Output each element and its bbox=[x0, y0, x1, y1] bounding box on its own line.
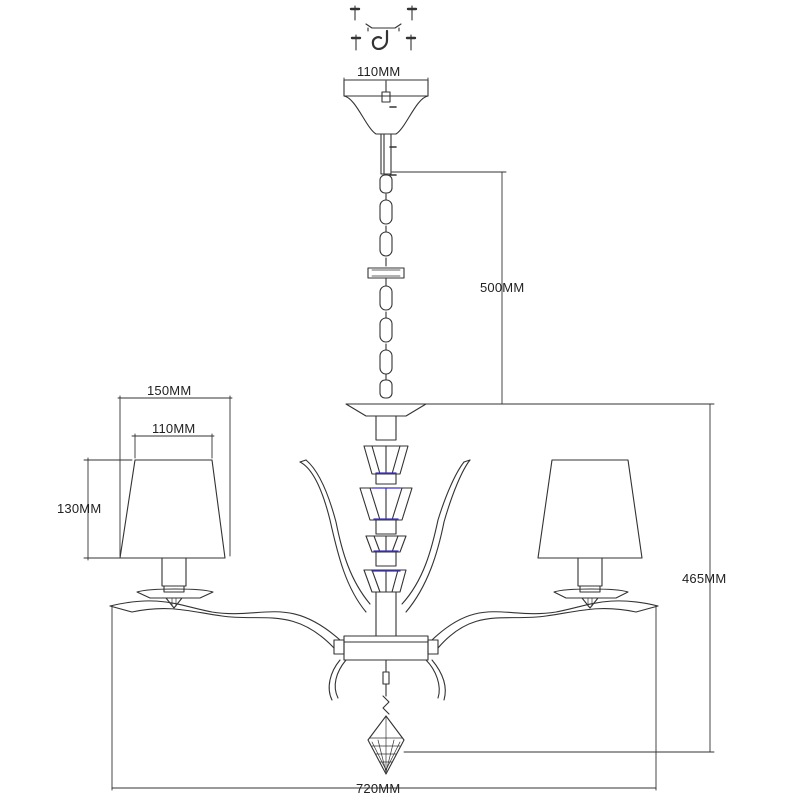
ceiling-canopy bbox=[343, 79, 429, 135]
decorative-arm-right bbox=[401, 459, 471, 701]
body-height-label: 465MM bbox=[682, 571, 727, 586]
crystal-tier bbox=[359, 487, 413, 521]
ceiling-hook-icon bbox=[371, 29, 389, 50]
decorative-arm-left bbox=[299, 459, 371, 701]
canopy-width-label: 110MM bbox=[357, 64, 401, 79]
crystal-tier bbox=[363, 569, 407, 593]
dimension-lines bbox=[83, 77, 715, 791]
suspension-rod bbox=[380, 133, 397, 176]
chain-length-label: 500MM bbox=[480, 280, 525, 295]
overall-width-label: 720MM bbox=[356, 781, 401, 796]
screw-icon bbox=[349, 5, 361, 21]
crystal-tier bbox=[363, 445, 409, 475]
lamp-right bbox=[537, 459, 643, 609]
pendant-crystal bbox=[367, 659, 405, 775]
screw-icon bbox=[350, 34, 362, 51]
candle-arm-left bbox=[109, 600, 341, 649]
shade-inner-width-label: 110MM bbox=[152, 421, 196, 436]
central-stem bbox=[345, 403, 427, 637]
lampshade bbox=[119, 459, 226, 559]
shade-outer-width-label: 150MM bbox=[147, 383, 192, 398]
suspension-chain bbox=[367, 174, 405, 399]
lamp-left bbox=[119, 459, 226, 609]
mounting-plate bbox=[365, 23, 402, 32]
screw-icon bbox=[405, 34, 417, 51]
central-hub bbox=[333, 635, 439, 661]
lampshade bbox=[537, 459, 643, 559]
shade-height-label: 130MM bbox=[57, 501, 102, 516]
mounting-hardware-group bbox=[349, 5, 418, 51]
crystal-tier bbox=[365, 535, 407, 553]
candle-arm-right bbox=[431, 600, 659, 649]
screw-icon bbox=[406, 5, 418, 21]
crystal-highlight bbox=[371, 472, 401, 572]
